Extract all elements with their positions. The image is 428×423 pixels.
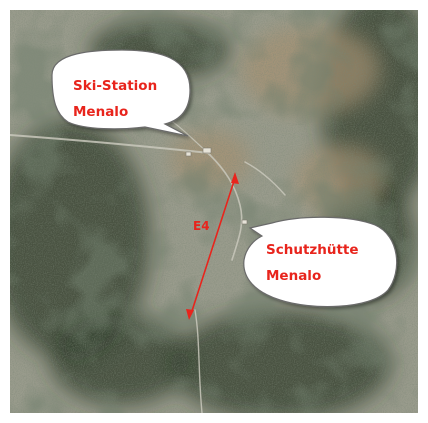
ski-station-label-line1: Ski-Station (73, 78, 157, 94)
track-east (244, 161, 286, 196)
ski-station-label-line2: Menalo (73, 104, 128, 120)
satellite-map: E4 Ski-Station Menalo Schutzhütte Menalo (10, 10, 418, 413)
route-label: E4 (193, 219, 210, 233)
building-ski-station (202, 147, 212, 154)
satellite-map-image: E4 Ski-Station Menalo Schutzhütte Menalo (10, 10, 418, 413)
building-small (185, 151, 192, 157)
double-headed-arrow-icon (186, 172, 239, 320)
track-ski-lift (169, 119, 206, 151)
track-valley (209, 154, 243, 261)
callout-refuge (243, 216, 398, 308)
buildings (185, 147, 248, 225)
callout-bubble (243, 216, 398, 308)
refuge-label-line1: Schutzhütte (266, 242, 359, 258)
callout-ski-station (51, 49, 191, 137)
route-arrow-head-north (231, 172, 239, 184)
building-refuge (241, 219, 248, 225)
route-line (190, 177, 236, 315)
track-south (194, 309, 203, 413)
callout-bubble (51, 49, 191, 137)
route-arrow-head-south (186, 309, 194, 320)
refuge-label-line2: Menalo (266, 268, 321, 284)
